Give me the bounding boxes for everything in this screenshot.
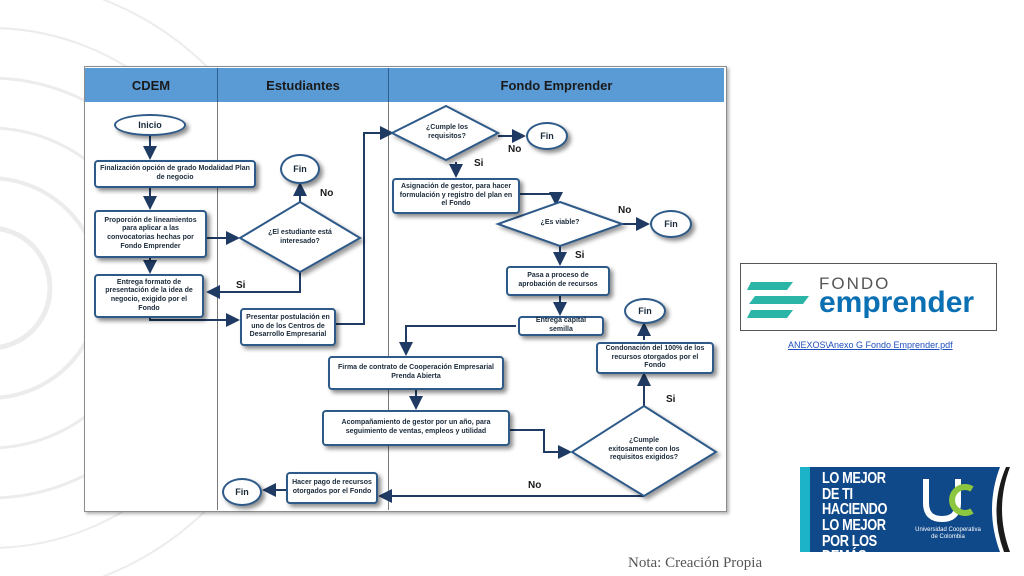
lane-header-cdem: CDEM <box>85 68 218 102</box>
step-presentar-postulacion: Presentar postulación en uno de los Cent… <box>240 308 336 346</box>
label-no-cumple: No <box>508 144 522 155</box>
fondo-emprender-logo-icon <box>747 282 809 318</box>
lane-header-estudiantes: Estudiantes <box>218 68 389 102</box>
step-firma-contrato: Firma de contrato de Cooperación Empresa… <box>328 356 504 390</box>
arrow <box>336 126 394 325</box>
decision-exitoso-shape <box>570 404 718 498</box>
label-no-viable: No <box>618 205 632 216</box>
decision-viable-text: ¿Es viable? <box>540 218 580 226</box>
decision-exitoso-text: ¿Cumple exitosamente con los requisitos … <box>608 436 680 462</box>
step-acompanamiento: Acompañamiento de gestor por un año, par… <box>322 410 510 446</box>
end-node-fin-condonacion: Fin <box>624 298 666 324</box>
step-asignacion-gestor: Asignación de gestor, para hacer formula… <box>392 178 520 214</box>
lane-header-fondo-emprender: Fondo Emprender <box>389 68 724 102</box>
fondo-emprender-logo: FONDO emprender <box>740 263 997 331</box>
step-condonacion: Condonación del 100% de los recursos oto… <box>596 342 714 374</box>
label-no-interesado: No <box>320 188 334 199</box>
step-entrega-capital: Entrega capital semilla <box>518 316 604 336</box>
end-node-fin-requisitos: Fin <box>526 122 568 150</box>
arrow <box>510 429 572 459</box>
end-node-fin-viable: Fin <box>650 210 692 238</box>
arrow <box>206 272 301 299</box>
decision-viable-shape <box>495 200 625 248</box>
ucc-banner: LO MEJOR DE TI HACIENDO LO MEJOR POR LOS… <box>800 467 1024 565</box>
label-no-exitoso: No <box>528 480 542 491</box>
decision-interesado-shape <box>238 200 362 274</box>
lane-divider <box>388 68 389 510</box>
step-proporcion: Proporción de lineamientos para aplicar … <box>94 210 207 258</box>
source-note: Nota: Creación Propia <box>628 555 763 571</box>
ucc-name: Universidad Cooperativa de Colombia <box>915 527 981 540</box>
label-si-cumple: Si <box>474 158 484 169</box>
step-entrega-formato: Entrega formato de presentación de la id… <box>94 274 204 318</box>
logo-word-emprender: emprender <box>819 286 975 319</box>
step-hacer-pago: Hacer pago de recursos otorgados por el … <box>286 472 378 504</box>
label-si-interesado: Si <box>236 280 246 291</box>
logo-word-fondo: FONDO <box>819 274 891 293</box>
label-si-viable: Si <box>575 250 585 261</box>
decision-cumple-text: ¿Cumple los requisitos? <box>425 124 468 140</box>
label-si-exitoso: Si <box>666 394 676 405</box>
ucc-banner-shape <box>800 467 1010 552</box>
ucc-slogan: LO MEJOR DE TI HACIENDO LO MEJOR POR LOS… <box>822 470 888 566</box>
decision-interesado-text: ¿El estudiante está interesado? <box>268 229 332 245</box>
ucc-logo-icon <box>923 479 974 523</box>
step-aprobacion-recursos: Pasa a proceso de aprobación de recursos <box>506 266 610 296</box>
arrow <box>399 325 516 356</box>
start-node-inicio: Inicio <box>114 114 186 136</box>
end-node-fin-pago: Fin <box>222 478 262 506</box>
step-finalizacion: Finalización opción de grado Modalidad P… <box>94 160 256 188</box>
anexo-link[interactable]: ANEXOS\Anexo G Fondo Emprender.pdf <box>788 340 953 350</box>
end-node-fin-estudiante: Fin <box>280 154 320 184</box>
decision-cumple-shape <box>389 104 501 162</box>
arrow <box>520 192 563 206</box>
